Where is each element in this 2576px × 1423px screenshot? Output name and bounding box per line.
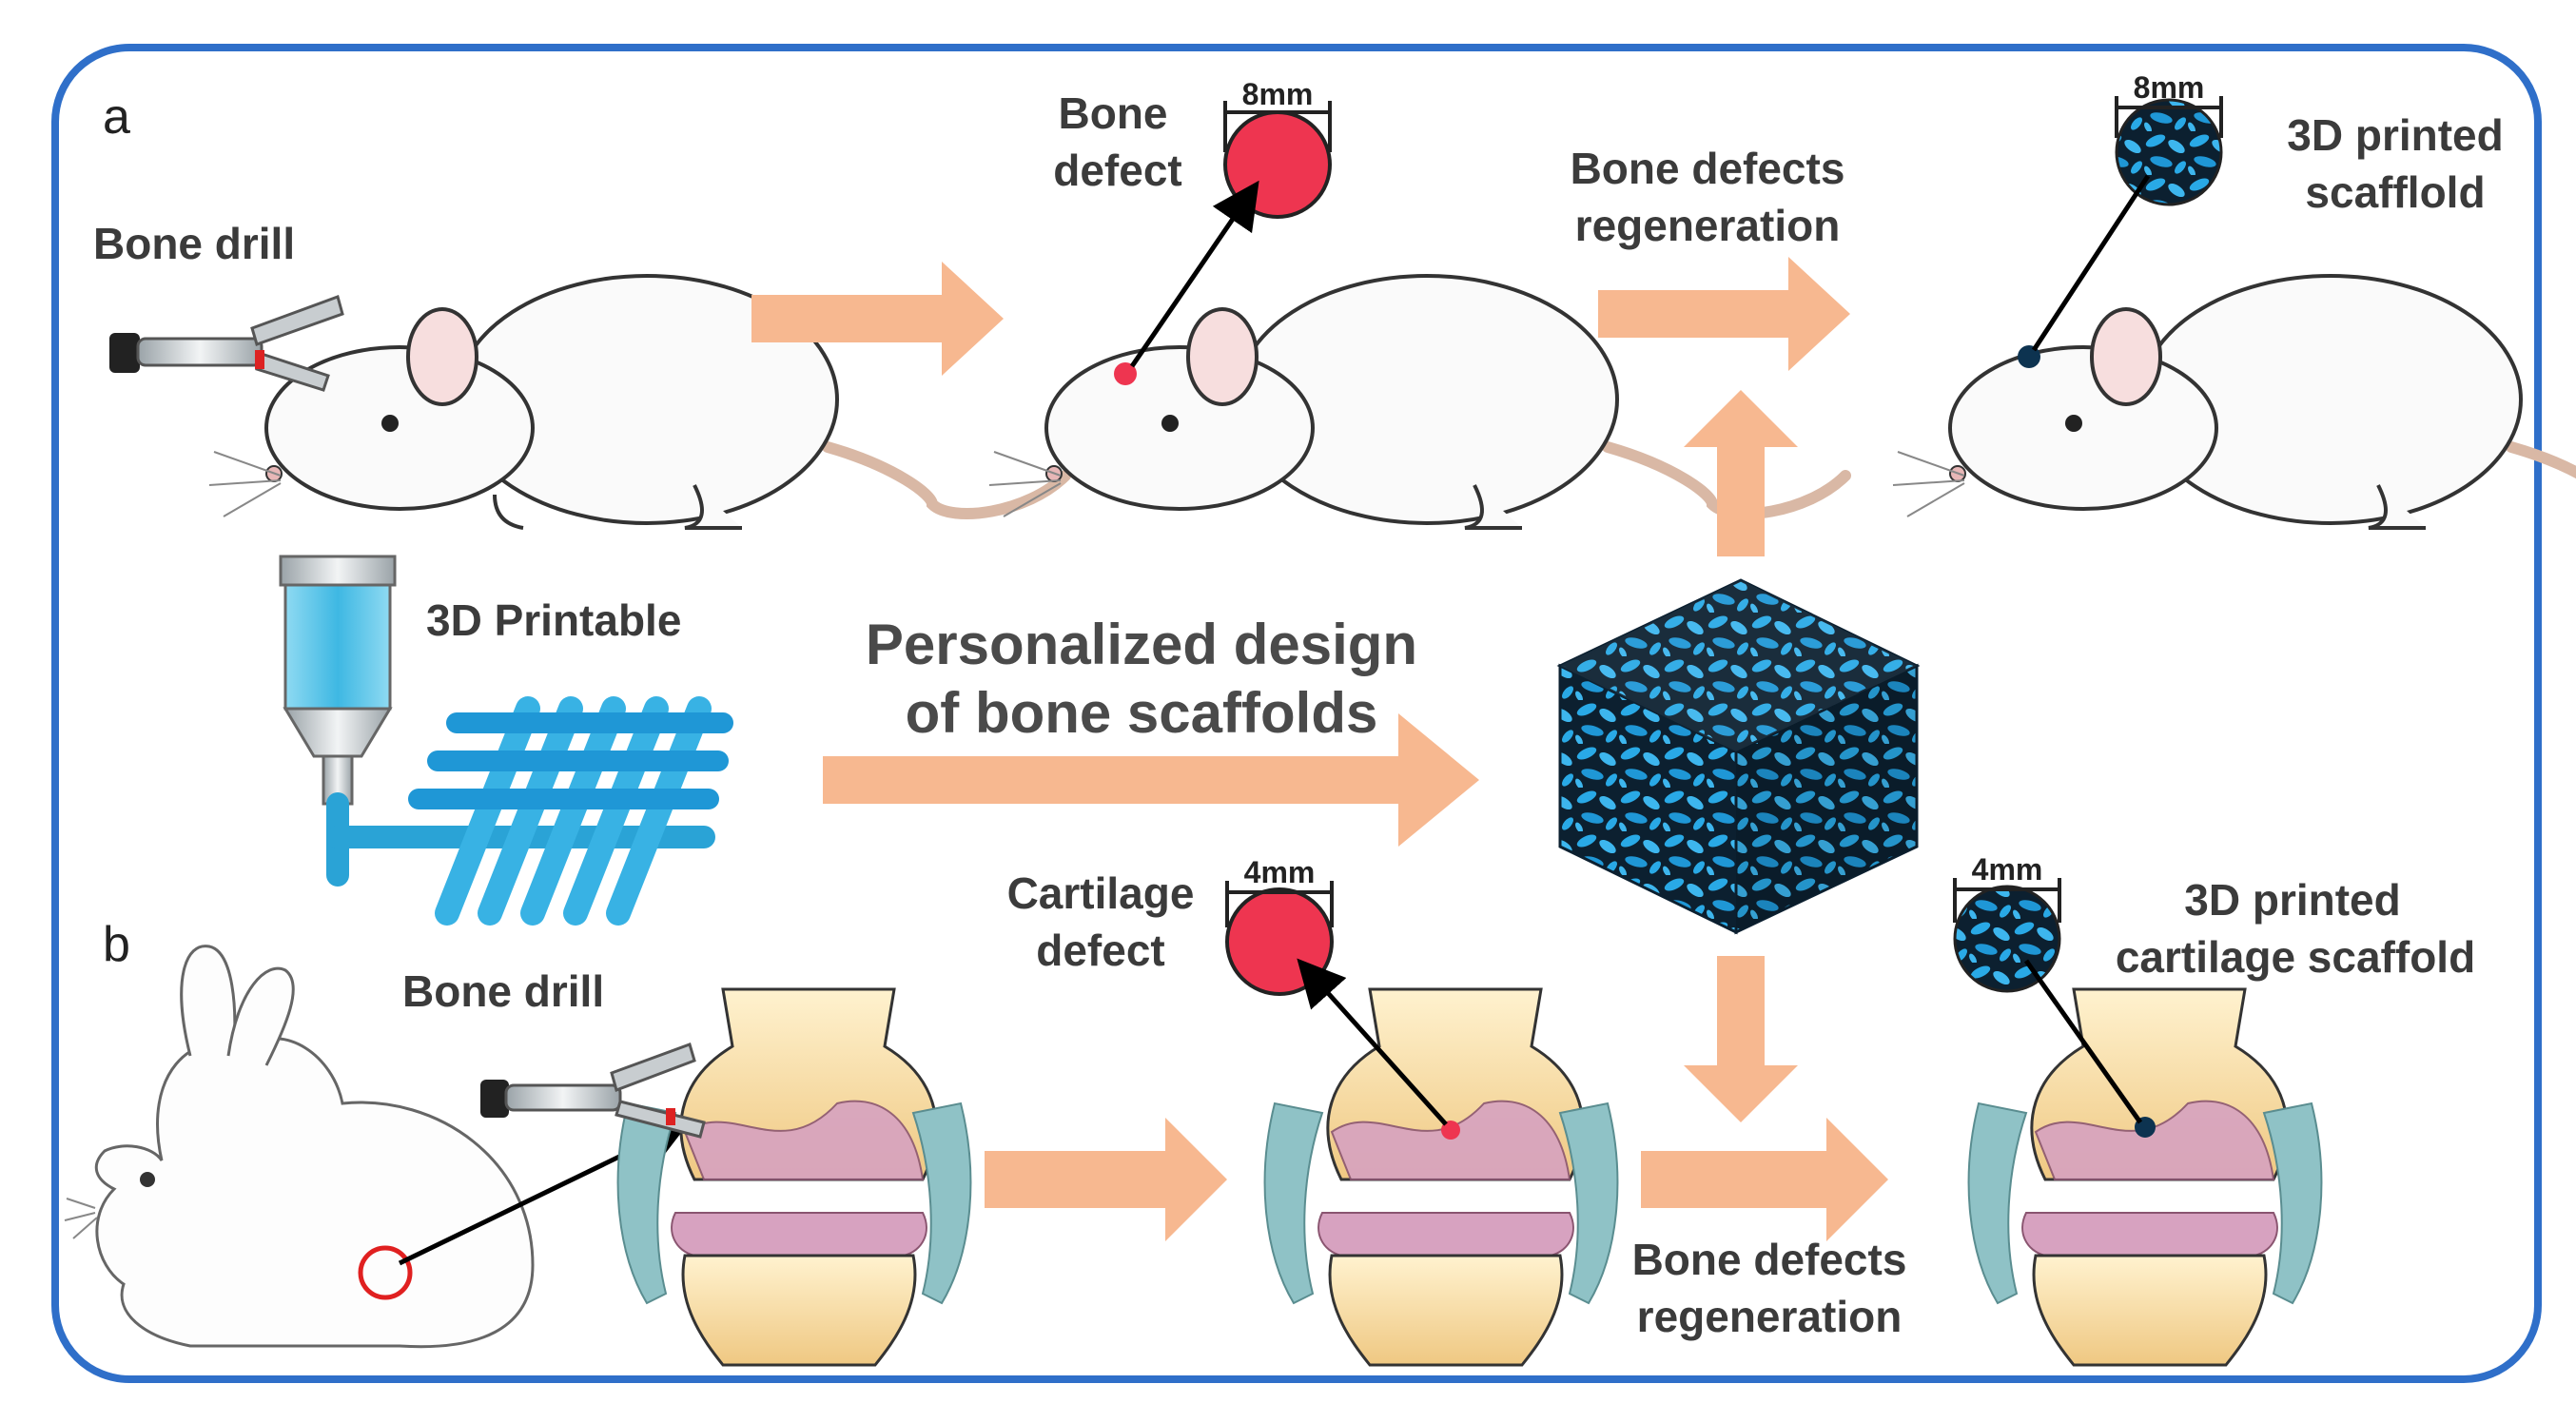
size-label-b: 4mm <box>1244 855 1316 889</box>
size-indicator-b <box>1225 881 1334 927</box>
size-label-a: 8mm <box>1242 77 1314 111</box>
3d-printable-label: 3D Printable <box>426 595 681 645</box>
process-arrow-b1 <box>985 1118 1227 1241</box>
rabbit-knee-marker <box>358 1245 413 1300</box>
scaffold-cube <box>1556 578 1921 935</box>
bone-drill-label-b: Bone drill <box>402 966 604 1016</box>
cartilage-defect-label-line1: Cartilage <box>1007 868 1195 918</box>
panel-label-b: b <box>103 917 130 972</box>
scaffold-pointer-a <box>2031 174 2151 352</box>
scaffold-pointer-b <box>2023 959 2143 1124</box>
figure-frame <box>51 44 2542 1383</box>
regeneration-label-b-line1: Bone defects <box>1632 1235 1907 1284</box>
knee-joint-illustration-3 <box>1967 987 2323 1367</box>
cartilage-defect-dot <box>1441 1121 1460 1140</box>
regeneration-label-a-line1: Bone defects <box>1571 144 1845 193</box>
size-indicator-a <box>1223 101 1332 152</box>
design-arrow <box>823 713 1479 847</box>
knee-joint-illustration-2 <box>1263 987 1619 1367</box>
rabbit-illustration <box>64 945 535 1349</box>
3d-printer-illustration <box>279 555 733 926</box>
bone-defect-label-line2: defect <box>1053 146 1181 195</box>
cartilage-defect-label-line2: defect <box>1036 926 1164 975</box>
process-arrow-down <box>1684 956 1798 1122</box>
process-arrow-b2 <box>1641 1118 1888 1241</box>
design-label-line1: Personalized design <box>866 613 1417 676</box>
knee-joint-illustration-1 <box>616 987 972 1367</box>
rat-illustration-2 <box>988 274 1851 530</box>
regeneration-label-b-line2: regeneration <box>1637 1292 1903 1341</box>
scaffold-circle-a <box>2115 98 2223 206</box>
regeneration-label-a-line2: regeneration <box>1575 201 1841 250</box>
bone-defect-circle <box>1223 110 1332 219</box>
rat-illustration-3 <box>1892 274 2576 530</box>
process-arrow-up <box>1684 390 1798 556</box>
scaffold-size-label-b: 4mm <box>1972 852 2043 887</box>
cartilage-defect-pointer <box>1297 958 1448 1126</box>
bone-defect-pointer <box>1129 180 1259 368</box>
design-label-line2: of bone scaffolds <box>906 681 1378 745</box>
scaffold-label-a-line2: scafflold <box>2305 167 2485 217</box>
bone-defect-label-line1: Bone <box>1059 88 1168 138</box>
scaffold-label-b-line1: 3D printed <box>2184 875 2400 925</box>
scaffold-circle-b <box>1953 885 2061 993</box>
scaffold-implant-dot-a <box>2018 345 2040 368</box>
rat-illustration-1 <box>208 274 1071 530</box>
panel-label-a: a <box>103 89 130 145</box>
scaffold-label-a-line1: 3D printed <box>2287 110 2503 160</box>
process-arrow-a2 <box>1598 257 1850 371</box>
scaffold-size-label-a: 8mm <box>2134 70 2205 105</box>
bone-drill-tool-a[interactable] <box>109 295 344 392</box>
bone-drill-label-a: Bone drill <box>93 219 295 268</box>
bone-defect-dot-a <box>1114 362 1137 385</box>
size-indicator-b2 <box>1953 878 2061 923</box>
bone-drill-tool-b[interactable] <box>480 1043 706 1139</box>
size-indicator-a2 <box>2115 96 2223 138</box>
process-arrow-a1 <box>751 262 1004 376</box>
scaffold-label-b-line2: cartilage scaffold <box>2116 932 2475 982</box>
